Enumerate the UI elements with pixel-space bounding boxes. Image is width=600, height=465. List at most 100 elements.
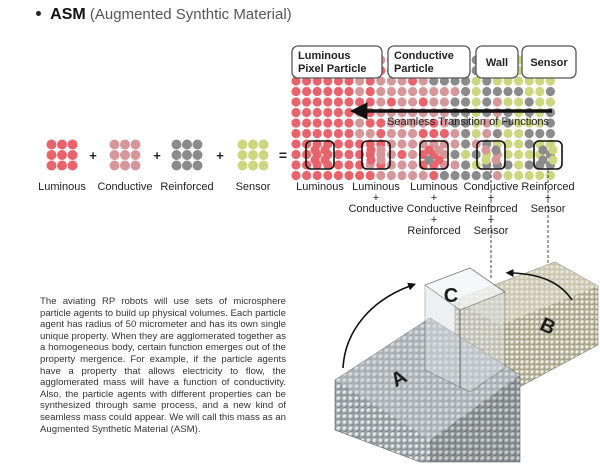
combo-particle: [548, 155, 558, 165]
grid-particle: [291, 149, 301, 160]
grid-particle: [333, 86, 343, 97]
combo-particle: [320, 155, 330, 165]
grid-particle: [482, 97, 492, 107]
particle-dot: [192, 150, 203, 160]
combo-particle: [310, 155, 320, 165]
plus-operator: +: [89, 148, 97, 163]
grid-particle: [323, 107, 333, 118]
grid-particle: [482, 170, 492, 181]
block-label-c: C: [444, 285, 458, 307]
title-main: ASM: [50, 6, 86, 23]
particle-dot: [120, 139, 130, 150]
grid-particle: [524, 128, 534, 139]
particle-group-sensor: [237, 139, 269, 171]
particle-dot: [57, 139, 67, 150]
particle-dot: [46, 160, 57, 171]
zone-label: Wall: [486, 57, 508, 69]
grid-particle: [461, 160, 471, 170]
grid-particle: [355, 149, 365, 160]
grid-particle: [524, 97, 534, 107]
combo-particle: [481, 155, 491, 165]
grid-particle: [397, 86, 407, 97]
particle-dot: [130, 160, 141, 171]
grid-particle: [514, 86, 524, 97]
grid-particle: [376, 118, 386, 128]
particle-dot: [67, 139, 78, 150]
grid-particle: [397, 139, 407, 149]
combo-particle: [366, 145, 376, 155]
grid-particle: [333, 170, 343, 181]
particle-dot: [237, 160, 248, 171]
grid-particle: [514, 170, 524, 181]
grid-particle: [429, 76, 439, 86]
title-sub: (Augmented Synthtic Material): [89, 6, 292, 23]
grid-particle: [323, 97, 333, 107]
grid-particle: [333, 160, 343, 170]
grid-particle: [450, 149, 460, 160]
combo-label: Luminous+Conductive+Reinforced: [406, 181, 461, 237]
grid-particle: [386, 76, 396, 86]
particle-dot: [258, 160, 269, 171]
grid-particle: [514, 128, 524, 139]
grid-particle: [514, 118, 524, 128]
grid-particle: [418, 170, 428, 181]
grid-particle: [461, 128, 471, 139]
combo-1: Luminous: [296, 140, 344, 193]
grid-particle: [471, 118, 481, 128]
grid-particle: [471, 86, 481, 97]
grid-particle: [376, 97, 386, 107]
combo-particle: [491, 155, 501, 165]
grid-particle: [461, 97, 471, 107]
grid-particle: [545, 128, 556, 139]
grid-particle: [503, 128, 513, 139]
grid-particle: [545, 76, 556, 86]
grid-particle: [397, 149, 407, 160]
grid-particle: [355, 86, 365, 97]
combo-label: Reinforced+Sensor: [521, 181, 574, 215]
grid-particle: [492, 128, 502, 139]
particle-dot: [120, 160, 130, 171]
grid-particle: [323, 118, 333, 128]
grid-particle: [333, 118, 343, 128]
combo-particle: [424, 155, 434, 165]
grid-particle: [492, 86, 502, 97]
grid-particle: [439, 170, 449, 181]
grid-particle: [302, 86, 312, 97]
arrow-label: Seamless Transition of Functions: [387, 116, 550, 128]
grid-particle: [376, 128, 386, 139]
particle-label-luminous: Luminous: [38, 181, 86, 193]
grid-particle: [344, 97, 354, 107]
particle-dot: [130, 139, 141, 150]
particle-label-reinforced: Reinforced: [160, 181, 213, 193]
grid-particle: [323, 128, 333, 139]
combo-particle: [538, 145, 548, 155]
grid-particle: [545, 86, 556, 97]
grid-particle: [545, 170, 556, 181]
grid-particle: [535, 118, 545, 128]
particle-dot: [130, 150, 141, 160]
grid-particle: [365, 118, 375, 128]
grid-particle: [524, 170, 534, 181]
grid-particle: [291, 170, 301, 181]
grid-particle: [323, 170, 333, 181]
grid-particle: [376, 76, 386, 86]
grid-particle: [312, 170, 322, 181]
grid-particle: [323, 86, 333, 97]
grid-particle: [429, 170, 439, 181]
grid-particle: [397, 118, 407, 128]
particle-dot: [258, 150, 269, 160]
grid-particle: [503, 170, 513, 181]
particle-dot: [182, 150, 192, 160]
grid-particle: [302, 170, 312, 181]
grid-particle: [365, 128, 375, 139]
grid-particle: [524, 160, 534, 170]
grid-particle: [524, 118, 534, 128]
zone-tab-4: Sensor: [521, 45, 577, 79]
grid-particle: [524, 86, 534, 97]
grid-particle: [418, 86, 428, 97]
grid-particle: [397, 128, 407, 139]
grid-particle: [291, 86, 301, 97]
combo-particle: [424, 145, 434, 155]
grid-particle: [471, 170, 481, 181]
